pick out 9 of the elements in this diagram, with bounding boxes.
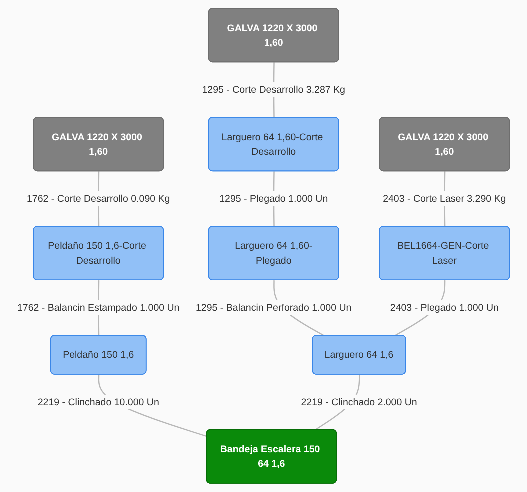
edge-label: 2219 - Clinchado 2.000 Un [301, 396, 418, 408]
edge-label: 1295 - Plegado 1.000 Un [219, 193, 328, 205]
edge-label: 1762 - Corte Desarrollo 0.090 Kg [26, 193, 170, 205]
edge-label: 2403 - Corte Laser 3.290 Kg [382, 193, 506, 205]
edge-label: 1762 - Balancin Estampado 1.000 Un [17, 302, 180, 314]
edge-label: 1295 - Balancin Perforado 1.000 Un [196, 302, 352, 314]
edge-label: 2403 - Plegado 1.000 Un [390, 302, 499, 314]
edge-label: 1295 - Corte Desarrollo 3.287 Kg [202, 84, 346, 96]
edge-label: 2219 - Clinchado 10.000 Un [38, 396, 160, 408]
